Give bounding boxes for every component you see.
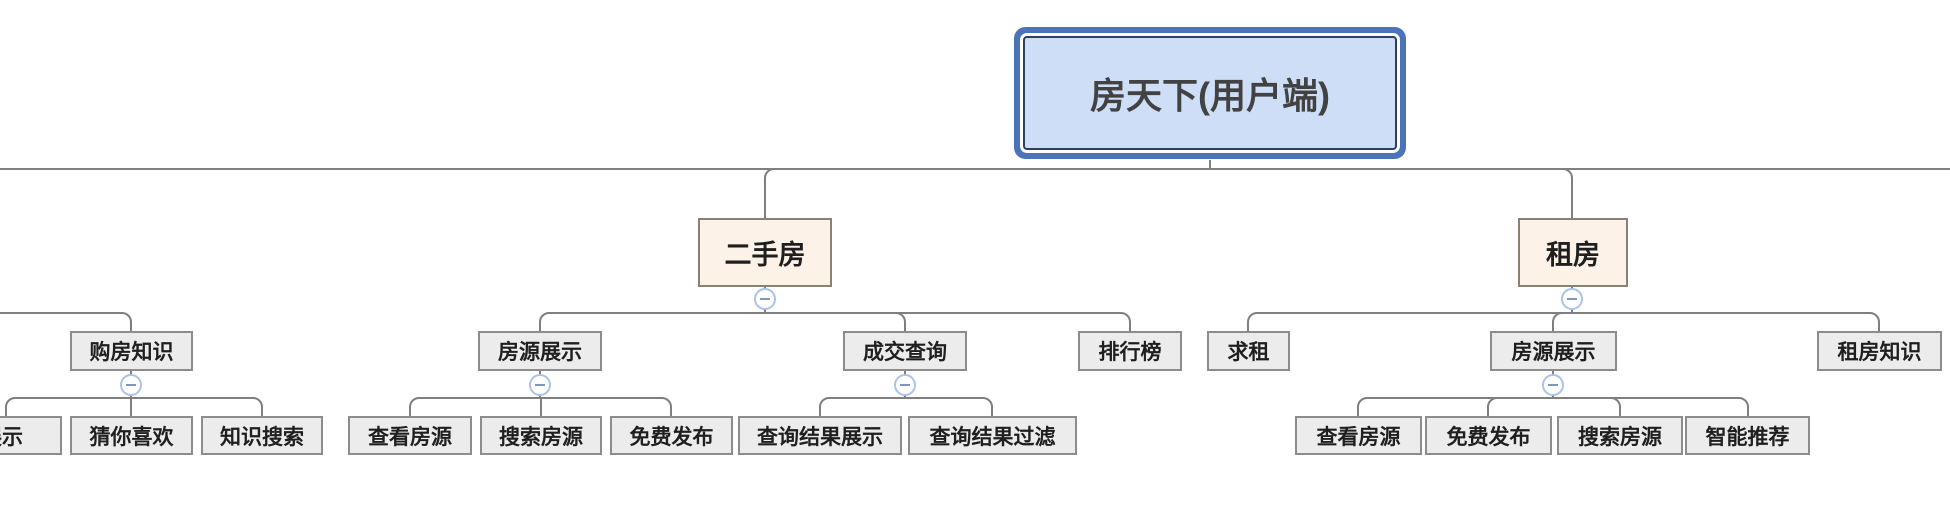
connector-to-listing-display-rent — [1552, 312, 1572, 331]
minus-icon — [126, 384, 136, 386]
connector-to-view-listings-rent — [1357, 397, 1553, 416]
connector-to-rent-knowledge — [1572, 312, 1880, 331]
connector-to-rent-seeking — [1247, 312, 1572, 331]
connector-to-knowledge-search — [131, 397, 263, 416]
node-search-listings-esf[interactable]: 搜索房源 — [480, 416, 602, 455]
node-root[interactable]: 房天下(用户端) — [1023, 36, 1397, 150]
node-smart-recommend[interactable]: 智能推荐 — [1685, 416, 1810, 455]
node-house-buying-knowledge[interactable]: 购房知识 — [70, 331, 193, 371]
node-free-publish-rent[interactable]: 免费发布 — [1425, 416, 1552, 455]
node-search-listings-rent[interactable]: 搜索房源 — [1557, 416, 1683, 455]
node-listing-display-esf[interactable]: 房源展示 — [478, 331, 602, 371]
connector-to-search-listings-rent — [1553, 397, 1621, 416]
node-listing-display-rent[interactable]: 房源展示 — [1490, 331, 1617, 371]
connector-to-ranking — [765, 312, 1131, 331]
minus-icon — [760, 298, 770, 300]
node-ranking[interactable]: 排行榜 — [1078, 331, 1182, 371]
node-rent-house[interactable]: 租房 — [1518, 218, 1628, 287]
connector-to-free-publish-esf — [540, 397, 672, 416]
node-query-result-display[interactable]: 查询结果展示 — [738, 416, 902, 455]
collapse-button-buying-knowledge[interactable] — [120, 374, 142, 396]
minus-icon — [535, 384, 545, 386]
connector-to-query-result-filter — [905, 397, 993, 417]
connector-to-buying-knowledge — [0, 312, 132, 331]
node-second-hand-house[interactable]: 二手房 — [698, 218, 832, 287]
connector-to-listing-display-esf — [539, 312, 765, 331]
connector-to-second-hand — [764, 168, 1210, 218]
collapse-button-listing-display-rent[interactable] — [1542, 374, 1564, 396]
node-rent-seeking[interactable]: 求租 — [1207, 331, 1290, 371]
node-display-clipped[interactable]: 展示 — [0, 416, 62, 455]
collapse-button-listing-display-esf[interactable] — [529, 374, 551, 396]
collapse-button-rent[interactable] — [1561, 288, 1583, 310]
connector-to-deal-query — [765, 312, 906, 331]
connector-to-smart-recommend — [1553, 397, 1749, 416]
node-query-result-filter[interactable]: 查询结果过滤 — [908, 416, 1077, 455]
collapse-button-second-hand[interactable] — [754, 288, 776, 310]
connector-to-display-clipped — [5, 397, 131, 416]
node-view-listings-rent[interactable]: 查看房源 — [1295, 416, 1422, 455]
connector-to-rent — [1210, 168, 1573, 218]
connector-to-view-listings-esf — [409, 397, 540, 416]
node-rent-knowledge[interactable]: 租房知识 — [1817, 331, 1942, 371]
node-free-publish-esf[interactable]: 免费发布 — [610, 416, 733, 455]
minus-icon — [1567, 298, 1577, 300]
connector-to-query-result-display — [819, 397, 905, 417]
node-guess-you-like[interactable]: 猜你喜欢 — [70, 416, 193, 455]
node-knowledge-search[interactable]: 知识搜索 — [201, 416, 323, 455]
node-deal-query[interactable]: 成交查询 — [843, 331, 967, 371]
node-view-listings-esf[interactable]: 查看房源 — [348, 416, 472, 455]
connector-to-free-publish-rent — [1487, 397, 1553, 416]
minus-icon — [900, 384, 910, 386]
minus-icon — [1548, 384, 1558, 386]
collapse-button-deal-query[interactable] — [894, 374, 916, 396]
